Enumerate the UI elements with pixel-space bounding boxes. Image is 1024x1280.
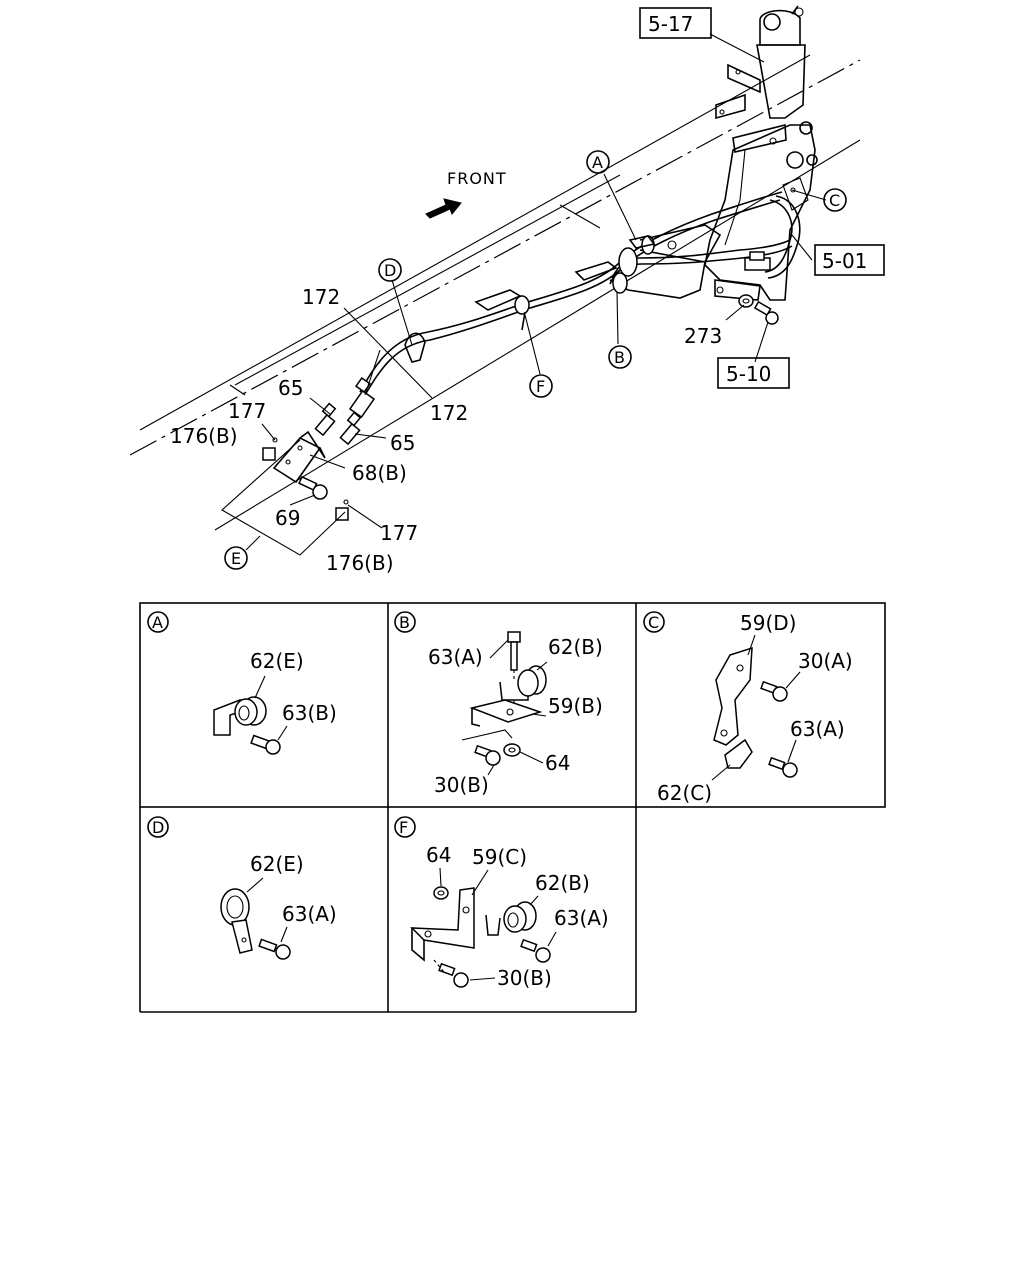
label-273: 273 <box>684 324 722 348</box>
panel-c-label-62c: 62(C) <box>657 781 712 805</box>
panel-b-label-63a: 63(A) <box>428 645 483 669</box>
callout-a[interactable]: A <box>586 150 610 174</box>
panel-b-label-64: 64 <box>545 751 570 775</box>
label-65-a: 65 <box>278 376 303 400</box>
panel-b-label-59b: 59(B) <box>548 694 603 718</box>
panel-b-label-30b: 30(B) <box>434 773 489 797</box>
panel-c-tag: C <box>648 613 659 632</box>
label-177-b: 177 <box>380 521 418 545</box>
panel-f-label-64: 64 <box>426 843 451 867</box>
panel-d-label-63a: 63(A) <box>282 902 337 926</box>
cylinder-assembly <box>609 5 818 301</box>
panel-f-label-30b: 30(B) <box>497 966 552 990</box>
panel-c-label-59d: 59(D) <box>740 611 796 635</box>
panel-a-label-63b: 63(B) <box>282 701 337 725</box>
bolt-washer <box>738 294 779 325</box>
panel-f-label-63a: 63(A) <box>554 906 609 930</box>
svg-text:F: F <box>536 377 545 396</box>
svg-text:5-17: 5-17 <box>648 12 693 36</box>
lower-bracket-group <box>262 402 362 521</box>
ref-5-17[interactable]: 5-17 <box>639 7 712 39</box>
detail-panel-c: C 59(D) 30(A) 63(A) 62(C) <box>643 611 853 805</box>
panel-b-label-62b: 62(B) <box>548 635 603 659</box>
svg-text:5-10: 5-10 <box>726 362 771 386</box>
label-65-b: 65 <box>390 431 415 455</box>
panel-c-label-63a: 63(A) <box>790 717 845 741</box>
ref-5-01[interactable]: 5-01 <box>814 244 885 276</box>
svg-text:5-01: 5-01 <box>822 249 867 273</box>
detail-panel-a: A 62(E) 63(B) <box>147 611 337 755</box>
panel-a-label-62e: 62(E) <box>250 649 304 673</box>
ref-5-10[interactable]: 5-10 <box>717 357 790 389</box>
callout-f[interactable]: F <box>529 374 553 398</box>
panel-d-label-62e: 62(E) <box>250 852 304 876</box>
label-177-a: 177 <box>228 399 266 423</box>
panel-b-tag: B <box>399 613 410 632</box>
chassis-frame <box>129 54 861 531</box>
panel-d-tag: D <box>152 818 164 837</box>
panel-a-tag: A <box>152 613 163 632</box>
callout-d[interactable]: D <box>378 258 402 282</box>
pipe-clips <box>404 235 771 363</box>
svg-text:B: B <box>614 348 625 367</box>
callout-b[interactable]: B <box>608 345 632 369</box>
detail-grid <box>139 602 886 1013</box>
label-172-b: 172 <box>430 401 468 425</box>
label-69: 69 <box>275 506 300 530</box>
label-176b-b: 176(B) <box>326 551 394 575</box>
label-176b-a: 176(B) <box>170 424 238 448</box>
callout-e[interactable]: E <box>224 546 248 570</box>
leader-lines <box>221 33 827 556</box>
label-68b: 68(B) <box>352 461 407 485</box>
callout-c[interactable]: C <box>823 188 847 212</box>
panel-f-label-59c: 59(C) <box>472 845 527 869</box>
panel-f-label-62b: 62(B) <box>535 871 590 895</box>
detail-panel-f: F 64 59(C) 62(B) 63(A) 30(B) <box>394 816 609 990</box>
front-arrow: FRONT <box>425 169 507 219</box>
svg-text:A: A <box>592 153 603 172</box>
label-172-a: 172 <box>302 285 340 309</box>
detail-panel-b: B 63(A) 62(B) 59(B) 64 30(B) <box>394 611 603 797</box>
panel-f-tag: F <box>399 818 408 837</box>
detail-panel-d: D 62(E) 63(A) <box>147 816 337 960</box>
front-label: FRONT <box>447 169 507 188</box>
panel-c-label-30a: 30(A) <box>798 649 853 673</box>
svg-text:D: D <box>384 261 396 280</box>
svg-text:C: C <box>829 191 840 210</box>
svg-text:E: E <box>231 549 241 568</box>
